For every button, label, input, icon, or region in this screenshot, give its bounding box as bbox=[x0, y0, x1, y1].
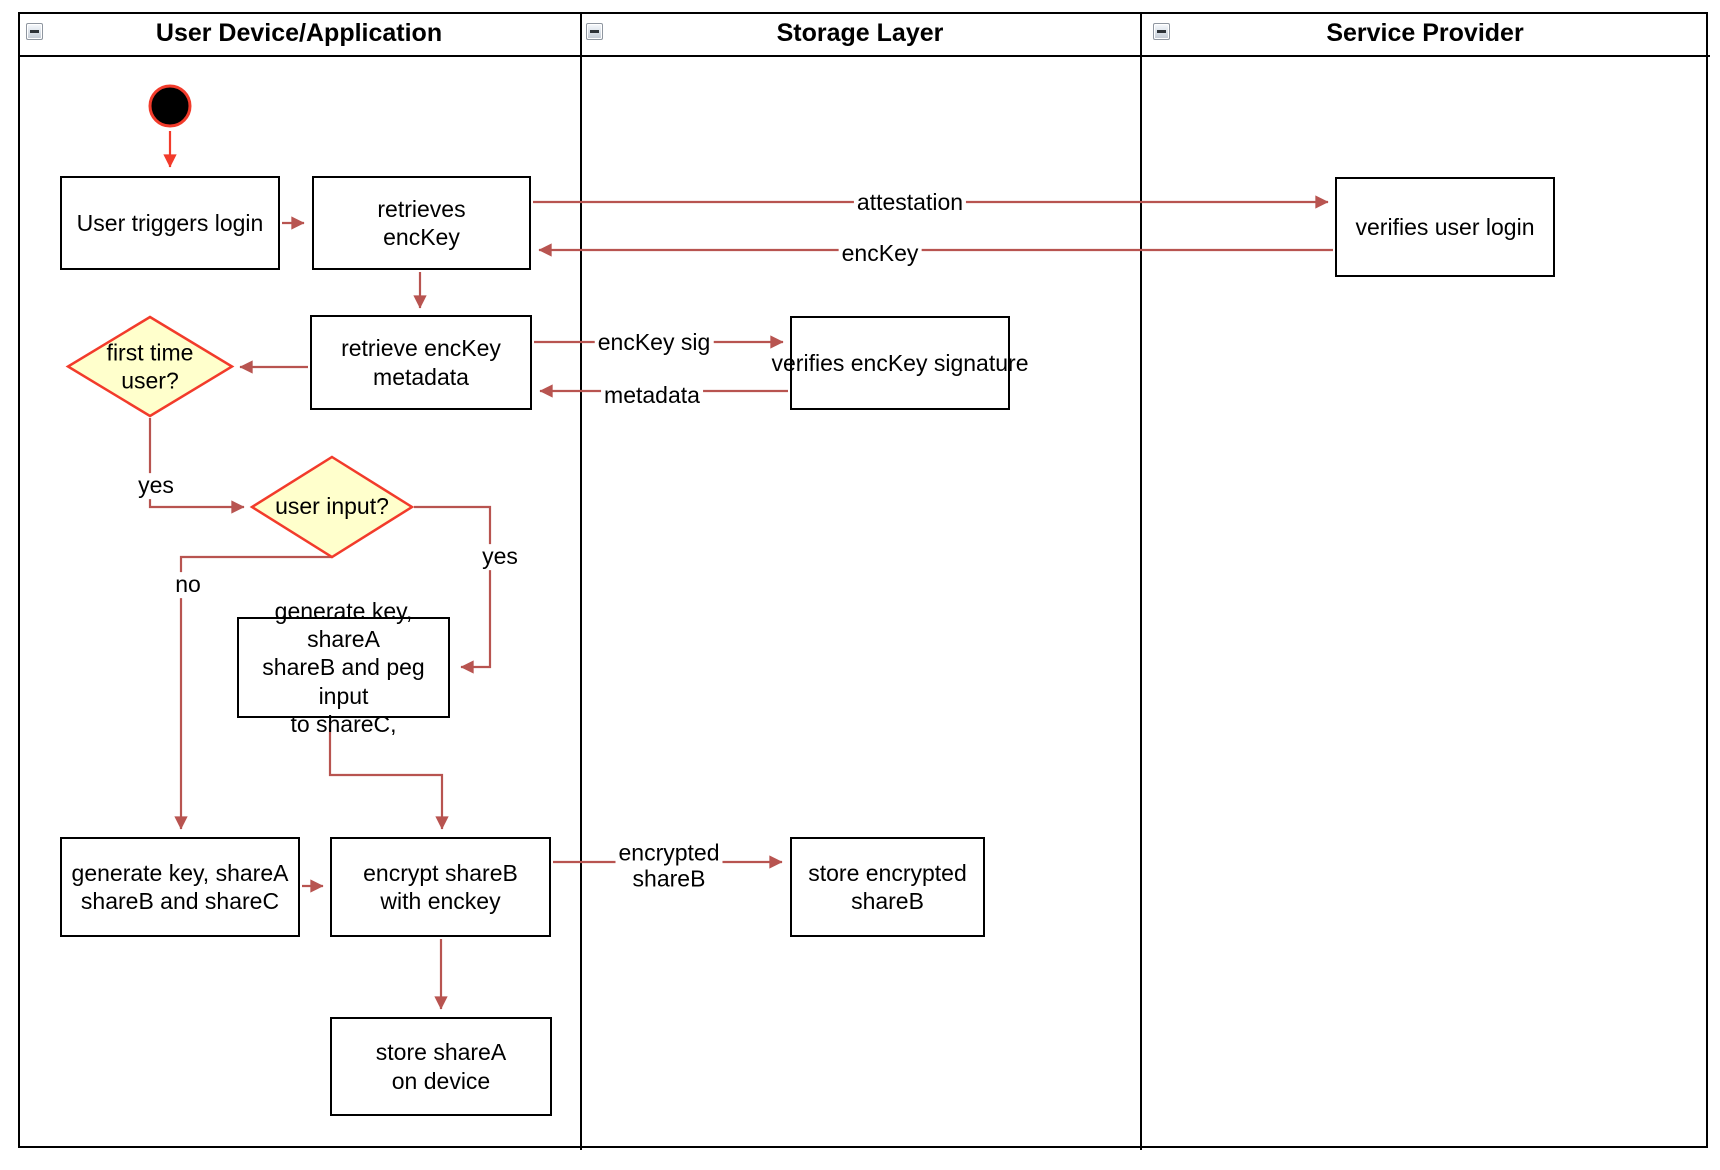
node-label: verifies encKey signature bbox=[771, 349, 1029, 376]
decision-user-input-shape[interactable] bbox=[249, 455, 415, 559]
node-label: store encrypted shareB bbox=[808, 859, 967, 914]
node-label: User triggers login bbox=[76, 209, 264, 236]
start-node[interactable] bbox=[148, 84, 192, 128]
lane-header-user-device[interactable]: User Device/Application bbox=[18, 12, 580, 55]
node-label: generate key, shareA shareB and shareC bbox=[71, 859, 289, 914]
node-label: retrieve encKey metadata bbox=[341, 335, 501, 390]
lane-divider-1 bbox=[580, 12, 582, 1150]
node-user-triggers-login[interactable]: User triggers login bbox=[60, 176, 280, 270]
edge-label-yes-first-time[interactable]: yes bbox=[135, 472, 177, 499]
lane-title-storage-layer: Storage Layer bbox=[776, 19, 944, 47]
node-generate-key-sharec[interactable]: generate key, shareA shareB and shareC bbox=[60, 837, 300, 937]
lane-header-storage-layer[interactable]: Storage Layer bbox=[580, 12, 1140, 55]
edge-label-enckey[interactable]: encKey bbox=[838, 240, 922, 267]
connector-peg-to-encrypt[interactable] bbox=[328, 720, 449, 830]
lane-title-service-provider: Service Provider bbox=[1326, 19, 1524, 47]
node-label: retrieves encKey bbox=[377, 195, 466, 250]
collapse-button-lane-2[interactable] bbox=[586, 23, 603, 40]
lane-divider-2 bbox=[1140, 12, 1142, 1150]
node-generate-key-peg-input[interactable]: generate key, shareA shareB and peg inpu… bbox=[237, 598, 450, 737]
connector-no-to-generate[interactable] bbox=[174, 555, 332, 830]
edge-label-encrypted-shareb[interactable]: encrypted shareB bbox=[615, 839, 723, 892]
collapse-button-lane-1[interactable] bbox=[26, 23, 43, 40]
edge-label-attestation[interactable]: attestation bbox=[853, 189, 967, 216]
node-encrypt-shareb[interactable]: encrypt shareB with enckey bbox=[330, 837, 551, 937]
lane-header-service-provider[interactable]: Service Provider bbox=[1140, 12, 1710, 55]
node-store-encrypted-shareb[interactable]: store encrypted shareB bbox=[790, 837, 985, 937]
edge-label-no-user-input[interactable]: no bbox=[172, 571, 204, 598]
decision-user-input-label[interactable]: user input? bbox=[275, 493, 389, 520]
node-verifies-enckey-signature[interactable]: verifies encKey signature bbox=[772, 316, 1028, 410]
node-retrieves-enckey[interactable]: retrieves encKey bbox=[312, 176, 531, 270]
minus-icon bbox=[1157, 30, 1166, 33]
node-retrieve-enckey-metadata[interactable]: retrieve encKey metadata bbox=[310, 315, 532, 410]
collapse-button-lane-3[interactable] bbox=[1153, 23, 1170, 40]
node-label: verifies user login bbox=[1355, 213, 1535, 240]
lane-title-user-device: User Device/Application bbox=[155, 19, 443, 47]
node-store-sharea-on-device[interactable]: store shareA on device bbox=[330, 1017, 552, 1116]
decision-first-time-user-label[interactable]: first time user? bbox=[106, 339, 194, 393]
node-verifies-user-login[interactable]: verifies user login bbox=[1335, 177, 1555, 277]
minus-icon bbox=[30, 30, 39, 33]
edge-label-metadata[interactable]: metadata bbox=[601, 382, 703, 409]
node-label: store shareA on device bbox=[375, 1039, 507, 1094]
node-label: encrypt shareB with enckey bbox=[363, 859, 518, 914]
minus-icon bbox=[590, 30, 599, 33]
decision-first-time-user-shape[interactable] bbox=[65, 315, 235, 418]
connector-yes-to-user-input[interactable] bbox=[148, 418, 245, 514]
node-label: generate key, shareA shareB and peg inpu… bbox=[262, 598, 425, 737]
edge-label-yes-user-input[interactable]: yes bbox=[479, 543, 521, 570]
edge-label-enckey-sig[interactable]: encKey sig bbox=[594, 329, 714, 356]
header-divider bbox=[18, 55, 1710, 57]
swimlane-frame bbox=[18, 12, 1708, 1148]
connector-yes-to-peg-input[interactable] bbox=[414, 505, 492, 674]
